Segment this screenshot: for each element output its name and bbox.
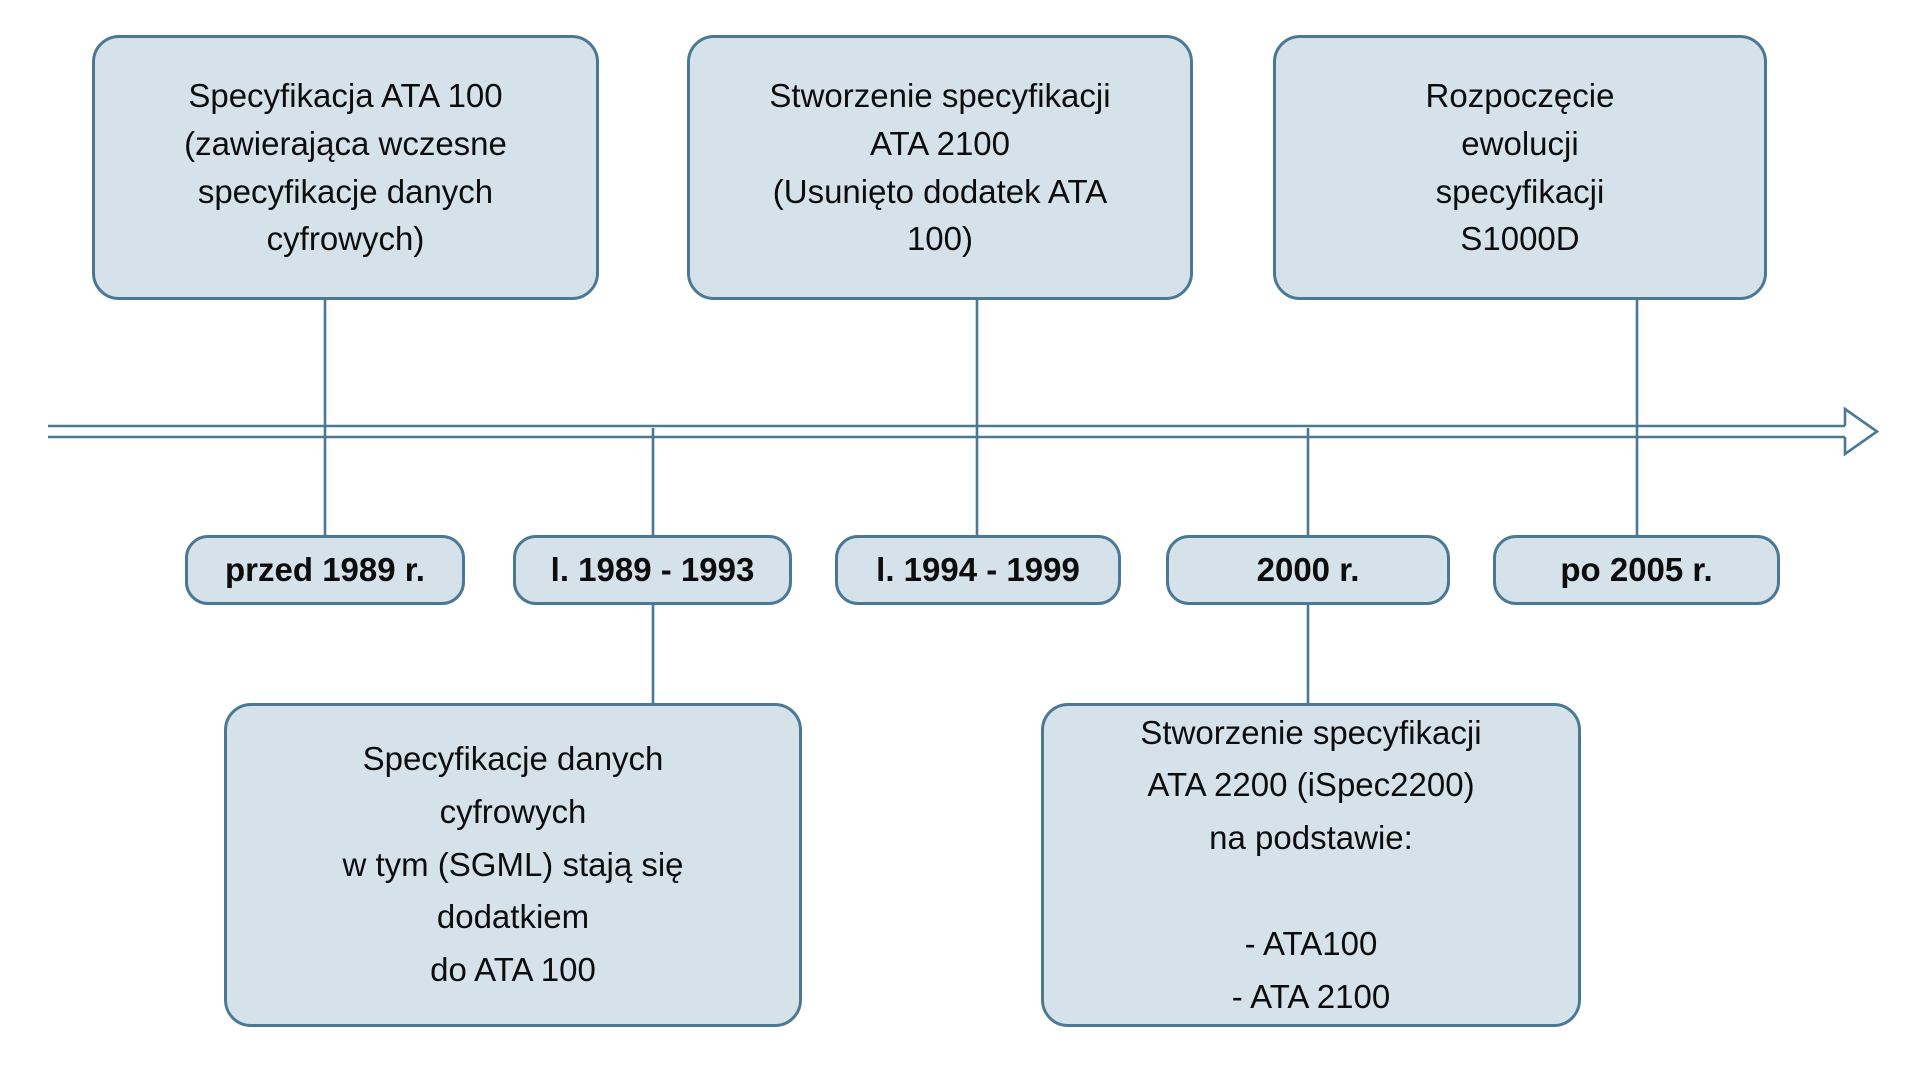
event-box-ata2100-spec: Stworzenie specyfikacji ATA 2100 (Usunię…: [687, 35, 1193, 300]
date-label-1989-1993: l. 1989 - 1993: [513, 535, 792, 605]
event-box-sgml-addendum: Specyfikacje danych cyfrowych w tym (SGM…: [224, 703, 802, 1027]
event-box-ispec2200: Stworzenie specyfikacji ATA 2200 (iSpec2…: [1041, 703, 1581, 1027]
event-box-ata100-spec: Specyfikacja ATA 100 (zawierająca wczesn…: [92, 35, 599, 300]
date-label-po-2005: po 2005 r.: [1493, 535, 1780, 605]
date-label-przed-1989: przed 1989 r.: [185, 535, 465, 605]
date-label-1994-1999: l. 1994 - 1999: [835, 535, 1121, 605]
date-label-2000: 2000 r.: [1166, 535, 1450, 605]
event-box-s1000d-evolution: Rozpoczęcie ewolucji specyfikacji S1000D: [1273, 35, 1767, 300]
timeline-arrowhead-icon: [1843, 406, 1880, 457]
